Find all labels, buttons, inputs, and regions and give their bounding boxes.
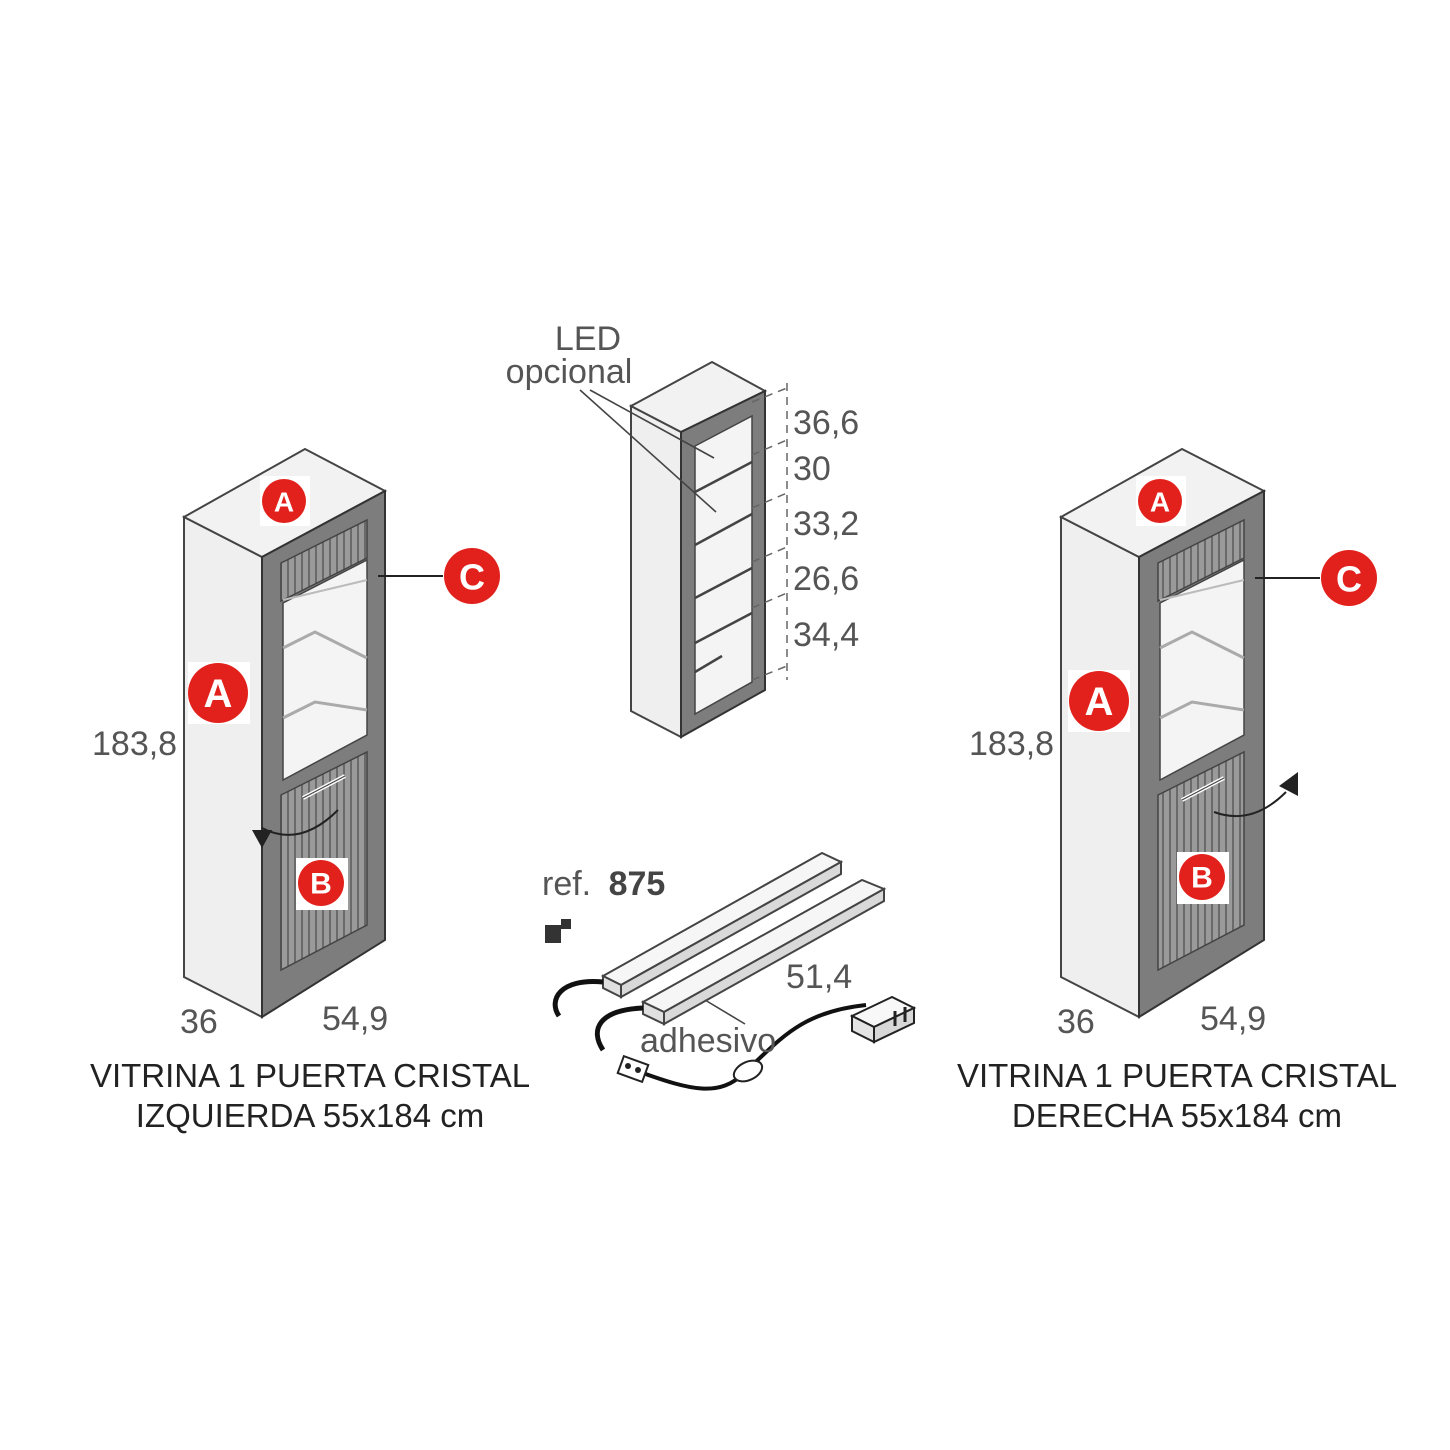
- left-badge-top: A: [260, 476, 310, 526]
- right-badge-door: B: [1177, 852, 1229, 904]
- interior-dimension-tick: [751, 665, 788, 681]
- right-height-dimension: 183,8: [969, 725, 1054, 763]
- shelf-height-4: 26,6: [793, 560, 859, 598]
- interior-dimension-tick: [751, 546, 788, 563]
- left-badge-side: A: [188, 662, 250, 724]
- right-cabinet-shelf: [1159, 700, 1245, 720]
- left-height-dimension: 183,8: [92, 725, 177, 763]
- interior-dimension-tick: [751, 439, 788, 456]
- led-kit: ref. 875: [542, 851, 917, 1091]
- adhesive-pointer-line: [704, 999, 746, 1025]
- left-cabinet-slat-panel: [280, 518, 368, 603]
- right-depth-dimension: 36: [1057, 1003, 1095, 1041]
- interior-diagram: LED opcional 36,6 30 33,2 26,6 34,4: [506, 320, 859, 739]
- right-caption-line1: VITRINA 1 PUERTA CRISTAL: [957, 1057, 1397, 1094]
- right-badge-side: A: [1068, 670, 1130, 732]
- right-cabinet-shelf: [1159, 630, 1245, 660]
- led-kit-reference: ref. 875: [542, 865, 665, 903]
- left-width-dimension: 54,9: [322, 1000, 388, 1038]
- svg-text:B: B: [1191, 862, 1213, 895]
- power-adapter-icon: [849, 995, 917, 1044]
- assembly-icon: [545, 919, 571, 943]
- led-pointer-line: [589, 389, 715, 459]
- interior-dimension-tick: [751, 387, 788, 403]
- right-door-swing-arrowhead: [1279, 772, 1298, 796]
- right-cabinet-handle-outline: [1181, 777, 1225, 801]
- led-label-line2: opcional: [506, 353, 633, 391]
- interior-shelf: [694, 654, 723, 674]
- led-switch: [732, 1059, 764, 1083]
- right-cabinet-side-panel: [1060, 515, 1140, 1019]
- left-cabinet-side-panel: [183, 515, 263, 1019]
- svg-text:C: C: [1336, 559, 1362, 600]
- left-depth-dimension: 36: [180, 1003, 218, 1041]
- right-cabinet-glass: [1159, 558, 1245, 782]
- interior-shelf: [694, 611, 753, 645]
- left-door-swing-arrowhead: [252, 830, 272, 848]
- shelf-height-2: 30: [793, 450, 831, 488]
- right-caption-line2: DERECHA 55x184 cm: [1012, 1097, 1342, 1134]
- interior-dimension-tick: [751, 592, 788, 609]
- led-strip-length: 51,4: [786, 958, 852, 996]
- interior-opening: [694, 414, 753, 716]
- right-door-swing-arc: [1213, 791, 1287, 818]
- interior-shelf: [694, 512, 753, 547]
- led-pointer-line: [579, 389, 717, 513]
- left-cabinet-shelf: [282, 579, 368, 601]
- led-cable: [594, 1005, 644, 1052]
- svg-text:A: A: [274, 487, 294, 518]
- led-kit-ref-prefix: ref.: [542, 865, 591, 903]
- left-cabinet: A A B C 183,8 36 54,9 VITRINA 1 PUERTA C…: [90, 447, 530, 1134]
- interior-shelf: [694, 460, 753, 494]
- right-badge-frame: C: [1321, 550, 1377, 606]
- right-width-dimension: 54,9: [1200, 1000, 1266, 1038]
- led-kit-ref-number: 875: [609, 865, 666, 903]
- interior-dimension-tick: [751, 492, 788, 509]
- svg-text:A: A: [1085, 680, 1114, 724]
- left-cabinet-glass: [282, 558, 368, 782]
- svg-text:A: A: [204, 672, 233, 716]
- shelf-height-5: 34,4: [793, 616, 859, 654]
- left-caption-line2: IZQUIERDA 55x184 cm: [136, 1097, 484, 1134]
- left-cabinet-shelf: [282, 630, 368, 660]
- interior-side-panel: [630, 404, 682, 739]
- left-badge-frame: C: [444, 548, 500, 604]
- left-caption-line1: VITRINA 1 PUERTA CRISTAL: [90, 1057, 530, 1094]
- right-cabinet: A A B C 183,8 36 54,9 VITRINA 1 PUERTA C…: [957, 447, 1397, 1134]
- right-badge-top: A: [1136, 476, 1186, 526]
- led-cable: [552, 979, 604, 1018]
- right-cabinet-slat-panel: [1157, 518, 1245, 603]
- left-cabinet-shelf: [282, 700, 368, 720]
- svg-text:A: A: [1150, 487, 1170, 518]
- left-cabinet-handle-outline: [302, 775, 346, 799]
- right-cabinet-shelf: [1159, 579, 1245, 601]
- svg-text:B: B: [310, 868, 332, 901]
- led-strip-side-face: [620, 860, 842, 999]
- adhesive-label: adhesivo: [640, 1022, 776, 1060]
- shelf-height-3: 33,2: [793, 505, 859, 543]
- left-badge-door: B: [296, 858, 348, 910]
- shelf-height-1: 36,6: [793, 404, 859, 442]
- led-label-line1: LED: [555, 320, 621, 358]
- led-connector: [616, 1054, 650, 1084]
- interior-shelf: [694, 566, 753, 600]
- svg-text:C: C: [459, 557, 485, 598]
- led-strip-side-face: [663, 887, 885, 1026]
